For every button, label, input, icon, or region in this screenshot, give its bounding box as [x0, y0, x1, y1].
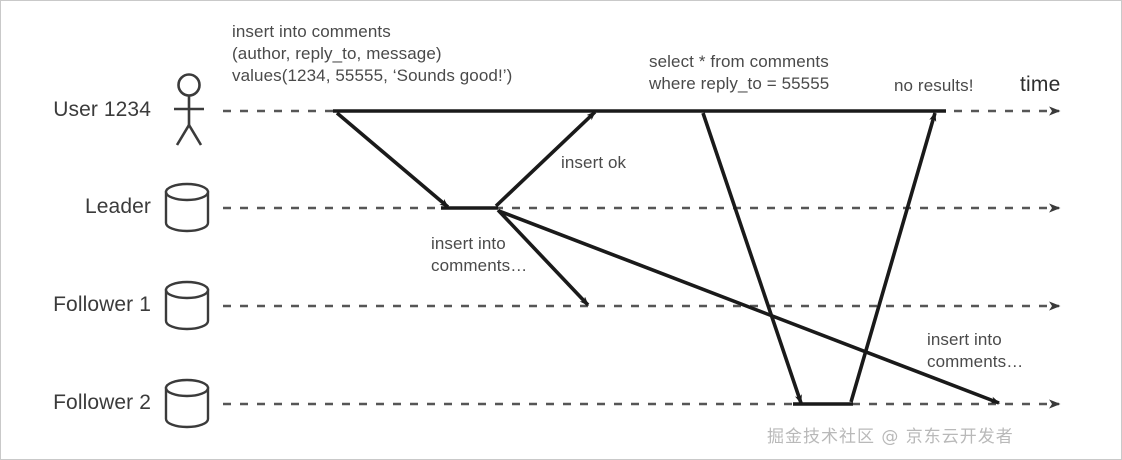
lane-label-follower1: Follower 1 [53, 293, 151, 316]
activation-bars [333, 109, 946, 406]
lane-label-user: User 1234 [53, 98, 151, 121]
database-cylinder-icon-follower2 [164, 378, 210, 429]
stick-figure-icon [174, 73, 204, 146]
annotation-replicate-follower2: insert into comments… [927, 330, 1024, 371]
annotation-replicate-follower1: insert into comments… [431, 234, 528, 275]
database-cylinder-icon-follower1 [164, 280, 210, 331]
arrow-leader-to-follower1 [496, 208, 590, 307]
annotation-no-results: no results! [894, 76, 974, 95]
arrow-follower2-to-user-empty [849, 111, 937, 403]
watermark-text: 掘金技术社区 @ 京东云开发者 [767, 427, 1014, 447]
arrow-user-to-follower2-select [701, 112, 803, 405]
annotation-insert-query: insert into comments (author, reply_to, … [232, 22, 513, 85]
annotation-select-query: select * from comments where reply_to = … [649, 52, 830, 93]
time-axis-label: time [1020, 73, 1061, 96]
arrow-leader-to-follower2 [498, 209, 1001, 405]
arrow-user-to-leader-insert [335, 111, 450, 209]
annotation-insert-ok: insert ok [561, 153, 627, 172]
database-cylinder-icon-leader [164, 182, 210, 233]
lane-label-follower2: Follower 2 [53, 391, 151, 414]
arrow-leader-to-user-ok [494, 110, 597, 208]
message-arrows [335, 110, 1001, 405]
lane-label-leader: Leader [85, 195, 151, 218]
